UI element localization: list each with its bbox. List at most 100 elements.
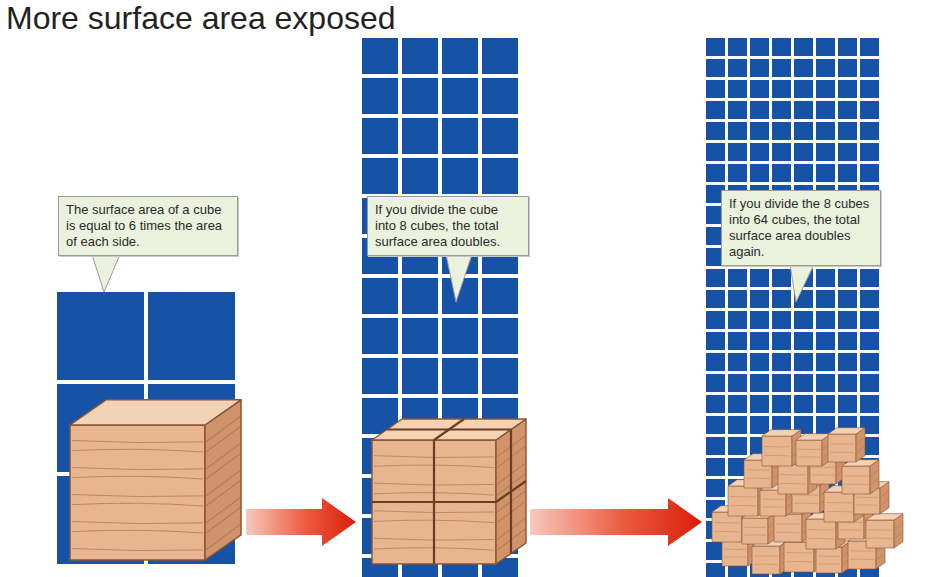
grid-square — [794, 143, 813, 161]
grid-square — [728, 395, 747, 413]
grid-square — [750, 269, 769, 287]
rock-strata — [744, 534, 766, 536]
rock-strata — [871, 478, 878, 484]
rock-strata — [856, 504, 878, 506]
rock-face-front — [806, 519, 836, 549]
grid-square — [728, 101, 747, 119]
grid-square — [750, 395, 769, 413]
rock-strata — [714, 531, 740, 533]
grid-square — [838, 290, 857, 308]
rock-strata — [730, 505, 756, 507]
callout-box: The surface area of a cube is equal to 6… — [58, 196, 238, 256]
grid-square — [750, 416, 769, 434]
rock-strata — [72, 495, 203, 497]
rock-strata — [794, 503, 818, 505]
grid-square — [838, 311, 857, 329]
grid-square — [706, 437, 725, 455]
rock-cube — [762, 430, 801, 466]
grid-square — [860, 59, 879, 77]
grid-square — [794, 164, 813, 182]
rock-strata — [798, 456, 820, 458]
rock-face-front — [866, 520, 894, 548]
grid-square — [816, 80, 835, 98]
rock-face-front — [842, 466, 870, 494]
callout-text: If you divide the 8 cubes into 64 cubes,… — [729, 196, 873, 260]
callout-pointer — [446, 255, 472, 303]
rock-face-front — [816, 547, 842, 573]
grid-square — [816, 38, 835, 56]
rock-face-front — [70, 425, 205, 560]
grid-square — [816, 311, 835, 329]
grid-square — [402, 38, 438, 74]
title: More surface area exposed — [6, 0, 396, 36]
grid-square — [838, 38, 857, 56]
grid-square — [772, 143, 791, 161]
grid-square — [816, 122, 835, 140]
grid-square — [706, 416, 725, 434]
grid-square — [772, 332, 791, 350]
callout-pointer — [92, 255, 120, 293]
grid-square — [442, 38, 478, 74]
rock-crack — [510, 430, 512, 554]
grid-square — [706, 374, 725, 392]
grid-square — [860, 332, 879, 350]
rock-cube — [866, 514, 903, 548]
grid-square — [816, 290, 835, 308]
rock-face-front — [712, 512, 742, 542]
callout-pointer — [790, 265, 814, 303]
grid-square — [728, 290, 747, 308]
rock-strata — [72, 468, 203, 470]
rock-strata — [818, 556, 840, 557]
grid-square — [772, 395, 791, 413]
grid-square — [860, 101, 879, 119]
grid-square — [794, 395, 813, 413]
rock-strata — [844, 484, 868, 486]
grid-square — [706, 458, 725, 476]
rock-strata — [206, 444, 240, 469]
rock-strata — [730, 496, 756, 497]
grid-square — [860, 290, 879, 308]
rock-strata — [850, 559, 874, 561]
grid-square — [728, 59, 747, 77]
rock-strata — [746, 469, 770, 470]
grid-square — [794, 353, 813, 371]
grid-square — [860, 353, 879, 371]
grid-square — [362, 278, 398, 314]
rock-strata — [798, 449, 820, 450]
rock-cube — [752, 540, 789, 574]
rock-strata — [776, 532, 800, 534]
grid-square — [794, 374, 813, 392]
grid-square — [750, 374, 769, 392]
rock-face-front — [828, 434, 856, 462]
rock-strata — [72, 449, 203, 452]
grid-square — [838, 122, 857, 140]
rock-strata — [780, 483, 806, 485]
grid-square — [728, 164, 747, 182]
grid-square — [772, 101, 791, 119]
callout-box: If you divide the cube into 8 cubes, the… — [367, 196, 529, 256]
grid-square — [816, 101, 835, 119]
rock-crack — [387, 428, 511, 430]
grid-square — [706, 38, 725, 56]
grid-square — [838, 395, 857, 413]
grid-square — [482, 158, 518, 194]
grid-square — [838, 143, 857, 161]
grid-square — [794, 311, 813, 329]
rock-strata — [714, 522, 740, 523]
grid-square — [772, 269, 791, 287]
grid-square — [772, 290, 791, 308]
rock-face-side — [496, 419, 526, 564]
rock-strata — [206, 508, 240, 533]
grid-square — [728, 269, 747, 287]
grid-square — [860, 80, 879, 98]
grid-square — [148, 292, 235, 380]
grid-square — [816, 269, 835, 287]
grid-square — [362, 78, 398, 114]
rock-strata — [206, 525, 240, 550]
rock-strata — [780, 474, 806, 475]
grid-square — [706, 164, 725, 182]
rock-strata — [877, 553, 884, 559]
grid-square — [442, 78, 478, 114]
rock-strata — [762, 499, 784, 500]
grid-square — [750, 122, 769, 140]
